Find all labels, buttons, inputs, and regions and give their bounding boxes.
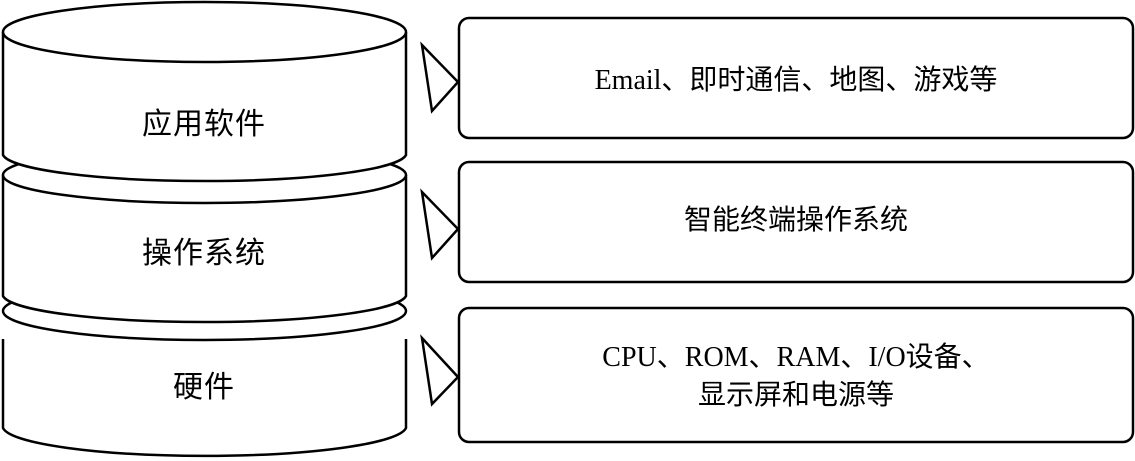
- cylinder-body-apps: [1, 32, 408, 183]
- cylinder-body-os: [1, 175, 408, 324]
- layer-label-hardware: 硬件: [173, 371, 235, 404]
- cylinder-top-apps: [1, 0, 408, 64]
- description-text-hardware-line2: 显示屏和电源等: [697, 380, 894, 411]
- arrow-icon-os: [420, 188, 460, 261]
- cylinder-layer-apps: [1, 0, 408, 183]
- layer-label-os: 操作系统: [142, 237, 266, 270]
- cylinder-body-hardware: [1, 339, 408, 458]
- arrow-icon-apps: [420, 41, 460, 114]
- arrow-icon-hardware: [420, 334, 460, 407]
- description-box-os: [457, 160, 1135, 284]
- description-box-hardware: [457, 306, 1135, 444]
- description-text-os: 智能终端操作系统: [683, 205, 908, 236]
- layer-label-apps: 应用软件: [142, 108, 266, 141]
- description-box-apps: [457, 16, 1135, 140]
- description-text-apps: Email、即时通信、地图、游戏等: [594, 65, 998, 96]
- description-text-hardware-line1: CPU、ROM、RAM、I/O设备、: [602, 342, 990, 373]
